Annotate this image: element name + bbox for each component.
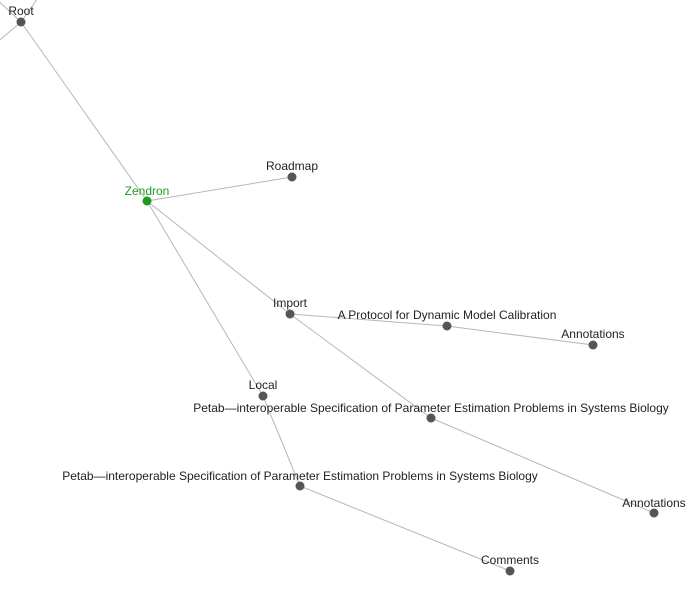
node-label-local[interactable]: Local bbox=[249, 378, 278, 392]
node-protocol[interactable]: A Protocol for Dynamic Model Calibration bbox=[338, 308, 557, 331]
edge-root-zendron bbox=[20, 21, 148, 202]
node-dot-root[interactable] bbox=[16, 17, 26, 27]
node-roadmap[interactable]: Roadmap bbox=[266, 159, 318, 182]
node-label-zendron[interactable]: Zendron bbox=[125, 184, 170, 198]
node-local[interactable]: Local bbox=[249, 378, 278, 401]
node-label-petab-import[interactable]: Petab—interoperable Specification of Par… bbox=[193, 401, 669, 415]
node-import[interactable]: Import bbox=[273, 296, 308, 319]
node-dot-petab-import[interactable] bbox=[426, 413, 436, 423]
node-dot-zendron[interactable] bbox=[142, 196, 152, 206]
node-petab-local[interactable]: Petab—interoperable Specification of Par… bbox=[62, 469, 538, 491]
node-label-annotations-2[interactable]: Annotations bbox=[622, 496, 685, 510]
edge-zendron-local bbox=[146, 200, 264, 397]
node-dot-petab-local[interactable] bbox=[295, 481, 305, 491]
node-label-root[interactable]: Root bbox=[8, 4, 34, 18]
node-comments[interactable]: Comments bbox=[481, 553, 539, 576]
node-dot-import[interactable] bbox=[285, 309, 295, 319]
edge-import-protocol bbox=[289, 313, 448, 327]
node-annotations-2[interactable]: Annotations bbox=[622, 496, 686, 518]
node-root[interactable]: Root bbox=[8, 4, 34, 27]
edge-zendron-import bbox=[146, 200, 291, 315]
edge-petab-comments bbox=[299, 485, 511, 572]
edge-zendron-roadmap bbox=[146, 176, 293, 202]
edge-petab-annotations bbox=[430, 417, 655, 514]
node-dot-annotations-1[interactable] bbox=[588, 340, 598, 350]
nodes-layer: Root Zendron Roadmap Import A Protocol f… bbox=[8, 4, 686, 576]
node-zendron[interactable]: Zendron bbox=[125, 184, 170, 206]
node-label-comments[interactable]: Comments bbox=[481, 553, 539, 567]
edge-import-petab bbox=[289, 313, 432, 419]
node-label-protocol[interactable]: A Protocol for Dynamic Model Calibration bbox=[338, 308, 557, 322]
edge-offscreen-root-b bbox=[20, 0, 38, 23]
edge-local-petab bbox=[262, 395, 301, 487]
edge-offscreen-root-a bbox=[0, 1, 22, 23]
node-annotations-1[interactable]: Annotations bbox=[561, 327, 625, 350]
node-label-import[interactable]: Import bbox=[273, 296, 308, 310]
node-petab-import[interactable]: Petab—interoperable Specification of Par… bbox=[193, 401, 669, 423]
node-label-roadmap[interactable]: Roadmap bbox=[266, 159, 318, 173]
node-label-petab-local[interactable]: Petab—interoperable Specification of Par… bbox=[62, 469, 538, 483]
node-label-annotations-1[interactable]: Annotations bbox=[561, 327, 624, 341]
node-dot-annotations-2[interactable] bbox=[649, 508, 659, 518]
node-dot-protocol[interactable] bbox=[442, 321, 452, 331]
edges-layer bbox=[0, 0, 655, 572]
node-dot-local[interactable] bbox=[258, 391, 268, 401]
node-dot-comments[interactable] bbox=[505, 566, 515, 576]
node-dot-roadmap[interactable] bbox=[287, 172, 297, 182]
edge-offscreen-root-c bbox=[0, 21, 22, 41]
edge-protocol-annotations bbox=[446, 325, 594, 346]
